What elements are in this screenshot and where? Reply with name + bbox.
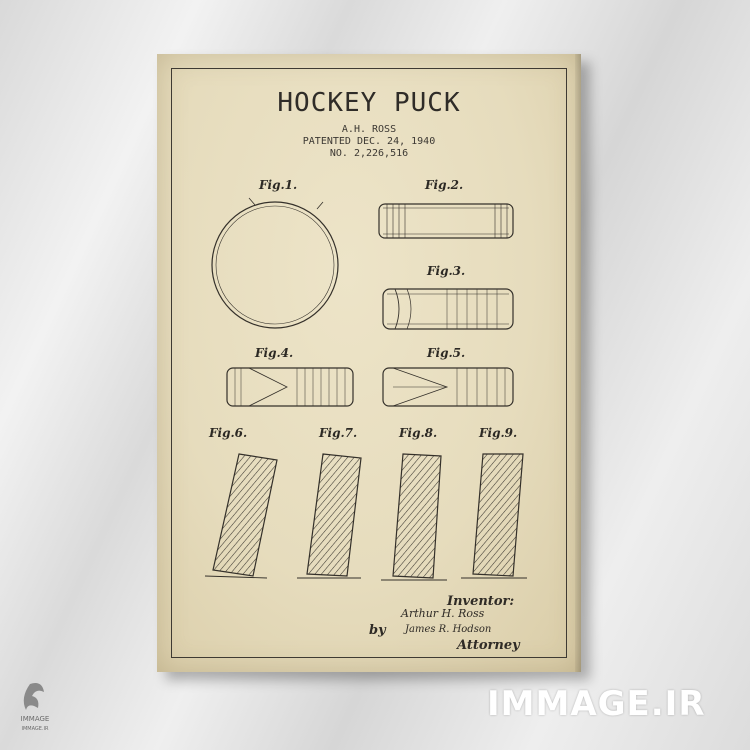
fig-4-drawing bbox=[226, 367, 354, 407]
fig-7-drawing bbox=[297, 453, 362, 579]
patent-drawings bbox=[204, 197, 527, 581]
poster-border bbox=[171, 68, 567, 658]
fig-6-label: Fig.6. bbox=[209, 426, 248, 440]
fig-5-drawing bbox=[382, 367, 514, 407]
immage-logo-icon bbox=[23, 683, 44, 710]
by-label: by bbox=[369, 623, 386, 638]
poster-title: HOCKEY PUCK bbox=[277, 88, 461, 118]
watermark-text: IMMAGE.IR bbox=[487, 684, 706, 724]
logo-text: IMMAGE bbox=[20, 715, 50, 723]
attorney-signature: James R. Hodson bbox=[405, 624, 492, 635]
inventor-name: A.H. ROSS bbox=[341, 124, 397, 135]
fig-8-label: Fig.8. bbox=[399, 426, 438, 440]
fig-1-label: Fig.1. bbox=[259, 178, 298, 192]
fig-7-label: Fig.7. bbox=[319, 426, 358, 440]
canvas-print: HOCKEY PUCK A.H. ROSS PATENTED DEC. 24, … bbox=[157, 54, 581, 672]
inventor-label: Inventor: bbox=[447, 594, 515, 609]
fig-1-drawing bbox=[211, 197, 339, 329]
fig-5-label: Fig.5. bbox=[427, 346, 466, 360]
fig-8-drawing bbox=[381, 453, 447, 581]
fig-2-label: Fig.2. bbox=[425, 178, 464, 192]
fig-3-label: Fig.3. bbox=[427, 264, 466, 278]
fig-3-drawing bbox=[382, 288, 514, 330]
inventor-signature: Arthur H. Ross bbox=[401, 607, 485, 620]
fig-4-label: Fig.4. bbox=[255, 346, 294, 360]
fig-6-drawing bbox=[204, 453, 278, 579]
patent-date: PATENTED DEC. 24, 1940 bbox=[302, 136, 436, 147]
fig-9-drawing bbox=[461, 453, 527, 579]
attorney-label: Attorney bbox=[457, 638, 520, 653]
patent-number: NO. 2,226,516 bbox=[329, 148, 409, 159]
fig-9-label: Fig.9. bbox=[479, 426, 518, 440]
fig-2-drawing bbox=[378, 203, 514, 239]
logo-subtext: IMMAGE.IR bbox=[21, 726, 49, 732]
